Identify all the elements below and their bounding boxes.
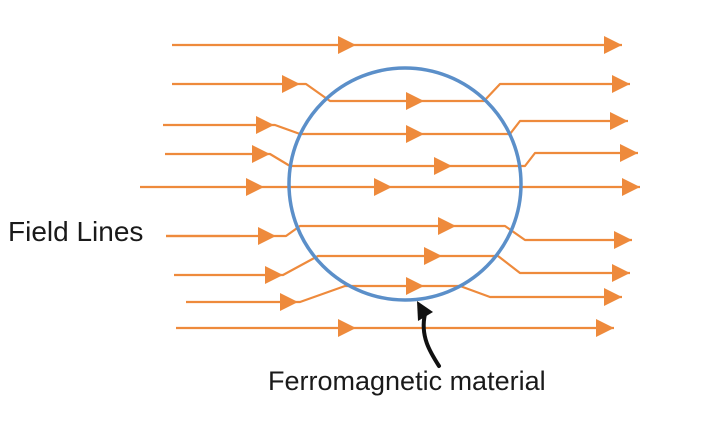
arrowhead-icon — [438, 217, 456, 235]
arrowhead-icon — [406, 92, 424, 110]
arrowhead-icon — [612, 75, 630, 93]
ferromagnetic-material-circle — [287, 66, 523, 302]
field-lines-group — [140, 36, 640, 337]
arrowhead-icon — [604, 288, 622, 306]
arrowhead-icon — [265, 266, 283, 284]
field-line-3 — [163, 119, 628, 136]
field-line-7 — [174, 254, 630, 277]
field-line-4 — [165, 151, 638, 168]
arrowhead-icon — [406, 277, 424, 295]
field-line-2 — [172, 82, 630, 103]
arrowhead-icon — [434, 157, 452, 175]
arrowhead-icon — [256, 116, 274, 134]
arrowhead-icon — [620, 144, 638, 162]
arrowhead-icon — [424, 247, 442, 265]
arrowhead-icon — [374, 178, 392, 196]
arrowhead-icon — [258, 227, 276, 245]
field-lines-label: Field Lines — [8, 216, 144, 247]
arrowhead-icon — [612, 264, 630, 282]
ferromagnetic-material-label: Ferromagnetic material — [268, 366, 546, 396]
arrowhead-icon — [614, 231, 632, 249]
arrowhead-icon — [610, 112, 628, 130]
arrowhead-icon — [622, 178, 640, 196]
material-pointer-arrow — [421, 312, 441, 368]
arrowhead-icon — [280, 293, 298, 311]
arrowhead-icon — [282, 75, 300, 93]
arrowhead-icon — [252, 145, 270, 163]
arrowhead-icon — [338, 319, 356, 337]
arrowhead-icon — [406, 125, 424, 143]
arrowhead-icon — [246, 178, 264, 196]
arrowhead-icon — [338, 36, 356, 54]
material-pointer-arrowhead — [417, 301, 433, 321]
arrowhead-icon — [604, 36, 622, 54]
field-line-6 — [166, 224, 632, 242]
arrowhead-icon — [596, 319, 614, 337]
